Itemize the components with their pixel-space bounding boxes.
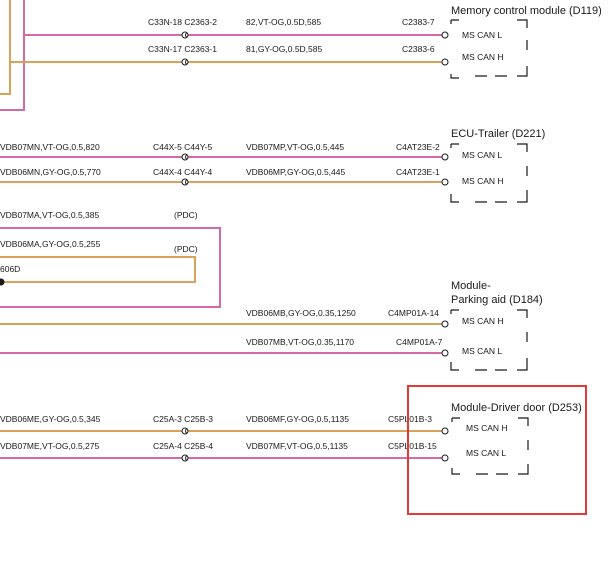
wire-label-left: VDB07ME,VT-OG,0.5,275 (0, 441, 99, 451)
module-title: ECU-Trailer (D221) (451, 128, 545, 140)
wire-label-right: VDB06MP,GY-OG,0.5,445 (246, 167, 345, 177)
connector-right-label: C4AT23E-2 (396, 142, 440, 152)
module-driver-door: Module-Driver door (D253) MS CAN H MS CA… (451, 402, 582, 475)
wire-label-left: VDB07MA,VT-OG,0.5,385 (0, 210, 99, 220)
inline-connector-arc (185, 32, 187, 38)
module-title: Module-Driver door (D253) (451, 402, 582, 414)
pdc-loop-orange (0, 256, 196, 283)
pdc-loop-pink (0, 227, 221, 308)
module-memory: Memory control module (D119) MS CAN L MS… (450, 5, 602, 79)
splice-label: 606D (0, 264, 20, 274)
connector-right-label: C4MP01A-14 (388, 308, 439, 318)
wire-w6: VDB06MA,GY-OG,0.5,255 (PDC) (0, 239, 198, 283)
pin-label: MS CAN L (462, 150, 502, 160)
inline-connector-arc (185, 59, 187, 65)
pin-terminal (441, 178, 449, 186)
inline-connector-arc (185, 179, 187, 185)
connector-right-label: C5PL01B-3 (388, 414, 432, 424)
wire-w7: VDB06MB,GY-OG,0.35,1250 C4MP01A-14 (0, 308, 443, 325)
connector-left-label: C25A-3 C25B-3 (153, 414, 213, 424)
pin-terminal (441, 153, 449, 161)
wire-w9: VDB06ME,GY-OG,0.5,345 C25A-3 C25B-3 VDB0… (0, 414, 443, 432)
wire-w10: VDB07ME,VT-OG,0.5,275 C25A-4 C25B-4 VDB0… (0, 441, 443, 459)
pin-label: MS CAN H (466, 423, 508, 433)
module-dashes (451, 309, 528, 371)
module-trailer: ECU-Trailer (D221) MS CAN L MS CAN H (450, 128, 545, 203)
module-dashes (452, 417, 529, 475)
wire-w1: C33N-18 C2363-2 82,VT-OG,0.5D,585 C2383-… (24, 17, 443, 36)
pin-label: MS CAN L (466, 448, 506, 458)
module-dashes (451, 143, 528, 203)
wire-label-left: VDB06MN,GY-OG,0.5,770 (0, 167, 101, 177)
connector-right-label: C2383-6 (402, 44, 435, 54)
module-bracket (450, 143, 528, 203)
module-title: Parking aid (D184) (451, 294, 543, 306)
inline-connector-arc (185, 154, 187, 160)
module-title: Memory control module (D119) (451, 5, 602, 17)
pin-terminal (441, 349, 449, 357)
wire-label-left: VDB06MA,GY-OG,0.5,255 (0, 239, 101, 249)
wire-label-right: 81,GY-OG,0.5D,585 (246, 44, 323, 54)
connector-left-label: C33N-18 C2363-2 (148, 17, 217, 27)
module-dashes (451, 19, 528, 77)
harness-loop-pink (0, 0, 25, 111)
module-title: Module- (451, 280, 491, 292)
inline-connector-arc (185, 428, 187, 434)
pdc-label: (PDC) (174, 210, 198, 220)
wire-label-right: VDB07MP,VT-OG,0.5,445 (246, 142, 344, 152)
wire-w2: C33N-17 C2363-1 81,GY-OG,0.5D,585 C2383-… (10, 44, 443, 63)
connector-right-label: C4AT23E-1 (396, 167, 440, 177)
inline-connector (181, 427, 189, 435)
pdc-label: (PDC) (174, 244, 198, 254)
wire-label-right: 82,VT-OG,0.5D,585 (246, 17, 321, 27)
wire-label-left: VDB06ME,GY-OG,0.5,345 (0, 414, 101, 424)
module-bracket (450, 19, 528, 79)
pin-label: MS CAN L (462, 30, 502, 40)
wire-label-right: VDB07MB,VT-OG,0.35,1170 (246, 337, 354, 347)
connector-right-label: C5PL01B-15 (388, 441, 437, 451)
pin-label: MS CAN H (462, 52, 504, 62)
pin-terminal (441, 454, 449, 462)
wire-label-right: VDB06MF,GY-OG,0.5,1135 (246, 414, 349, 424)
connector-left-label: C33N-17 C2363-1 (148, 44, 217, 54)
wire-label-right: VDB07MF,VT-OG,0.5,1135 (246, 441, 348, 451)
pin-terminal (441, 58, 449, 66)
module-bracket (450, 309, 528, 371)
splice-dot (0, 278, 5, 286)
pin-label: MS CAN H (462, 176, 504, 186)
highlight-box (407, 385, 587, 515)
connector-left-label: C25A-4 C25B-4 (153, 441, 213, 451)
pin-terminal (441, 31, 449, 39)
module-bracket (451, 417, 529, 475)
connector-left-label: C44X-4 C44Y-4 (153, 167, 212, 177)
inline-connector-arc (185, 455, 187, 461)
connector-right-label: C4MP01A-7 (396, 337, 443, 347)
inline-connector (181, 454, 189, 462)
wire-w3: VDB07MN,VT-OG,0.5,820 C44X-5 C44Y-5 VDB0… (0, 142, 443, 158)
harness-loop-orange (0, 0, 11, 95)
pin-terminal (441, 427, 449, 435)
wire-label-left: VDB07MN,VT-OG,0.5,820 (0, 142, 100, 152)
wire-w5: VDB07MA,VT-OG,0.5,385 (PDC) (0, 210, 221, 308)
connector-left-label: C44X-5 C44Y-5 (153, 142, 212, 152)
connector-right-label: C2383-7 (402, 17, 435, 27)
connector-symbols (181, 31, 449, 462)
wire-w4: VDB06MN,GY-OG,0.5,770 C44X-4 C44Y-4 VDB0… (0, 167, 443, 183)
pin-label: MS CAN H (462, 316, 504, 326)
pin-label: MS CAN L (462, 346, 502, 356)
wire-w8: VDB07MB,VT-OG,0.35,1170 C4MP01A-7 (0, 337, 443, 354)
module-parking: Module- Parking aid (D184) MS CAN H MS C… (450, 280, 543, 371)
pin-terminal (441, 320, 449, 328)
wire-label-right: VDB06MB,GY-OG,0.35,1250 (246, 308, 356, 318)
